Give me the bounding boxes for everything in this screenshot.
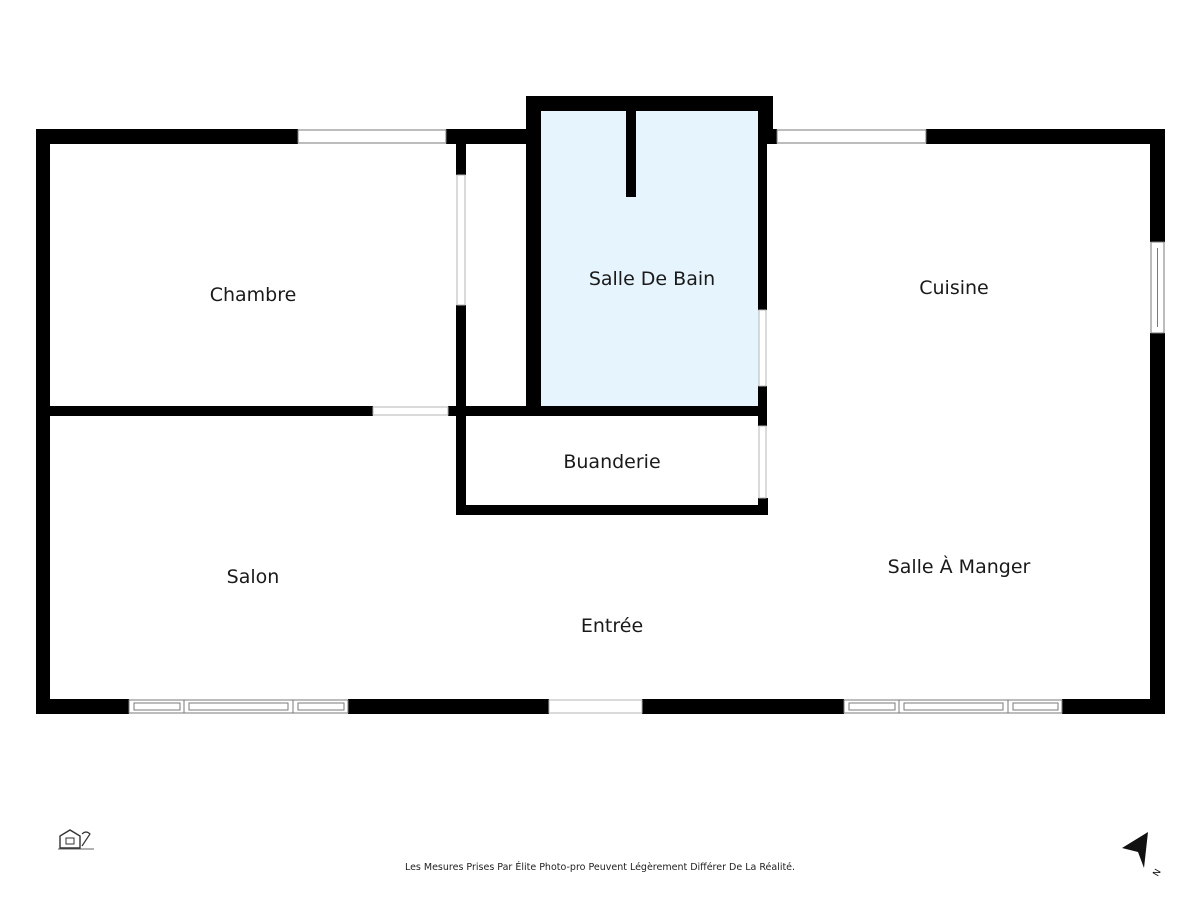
door-closet [456,174,466,306]
room-label-entree: Entrée [581,615,643,637]
door-buanderie [758,425,767,499]
windows [128,129,1165,714]
wall-bath-top [526,96,773,111]
wall-buanderie-right [758,498,768,515]
door-bath [758,309,767,387]
wall-buanderie-bottom [456,505,768,515]
wall-bath-bottom [456,406,767,416]
wall-closet-left-1 [456,129,466,175]
room-label-cuisine: Cuisine [919,277,989,299]
window-top-cuisine [776,129,927,144]
wall-top-2 [446,129,540,144]
room-label-salle-a-manger: Salle À Manger [888,555,1031,578]
wall-top-1 [36,129,298,144]
wall-right-2 [1150,333,1165,714]
wall-bath-right-2 [758,96,767,310]
compass-label: N [1152,868,1164,879]
room-label-buanderie: Buanderie [563,451,660,473]
walls [36,96,1165,714]
window-top-chambre [297,129,447,144]
room-label-salle-de-bain: Salle De Bain [589,268,715,290]
wall-bottom-1 [36,699,129,714]
measurement-disclaimer: Les Mesures Prises Par Élite Photo-pro P… [404,862,796,873]
north-arrow-icon: N [1122,832,1164,879]
wall-top-4 [926,129,1165,144]
wall-bottom-4 [1062,699,1165,714]
elite-photo-logo-icon [58,829,94,850]
wall-right-1 [1150,129,1165,242]
salle-de-bain-floor [536,104,765,410]
wall-bath-left [526,96,541,415]
door-openings [372,174,767,714]
wall-bath-stub [626,96,636,197]
room-label-salon: Salon [227,566,280,588]
room-label-chambre: Chambre [210,284,297,306]
door-chambre [372,406,449,416]
wall-buanderie-left [456,406,466,515]
door-entree [548,699,643,714]
wall-closet-left-2 [456,305,466,416]
wall-chambre-bottom-1 [36,406,373,416]
wall-bottom-3 [642,699,844,714]
wall-left [36,129,50,714]
wall-bottom-2 [348,699,549,714]
